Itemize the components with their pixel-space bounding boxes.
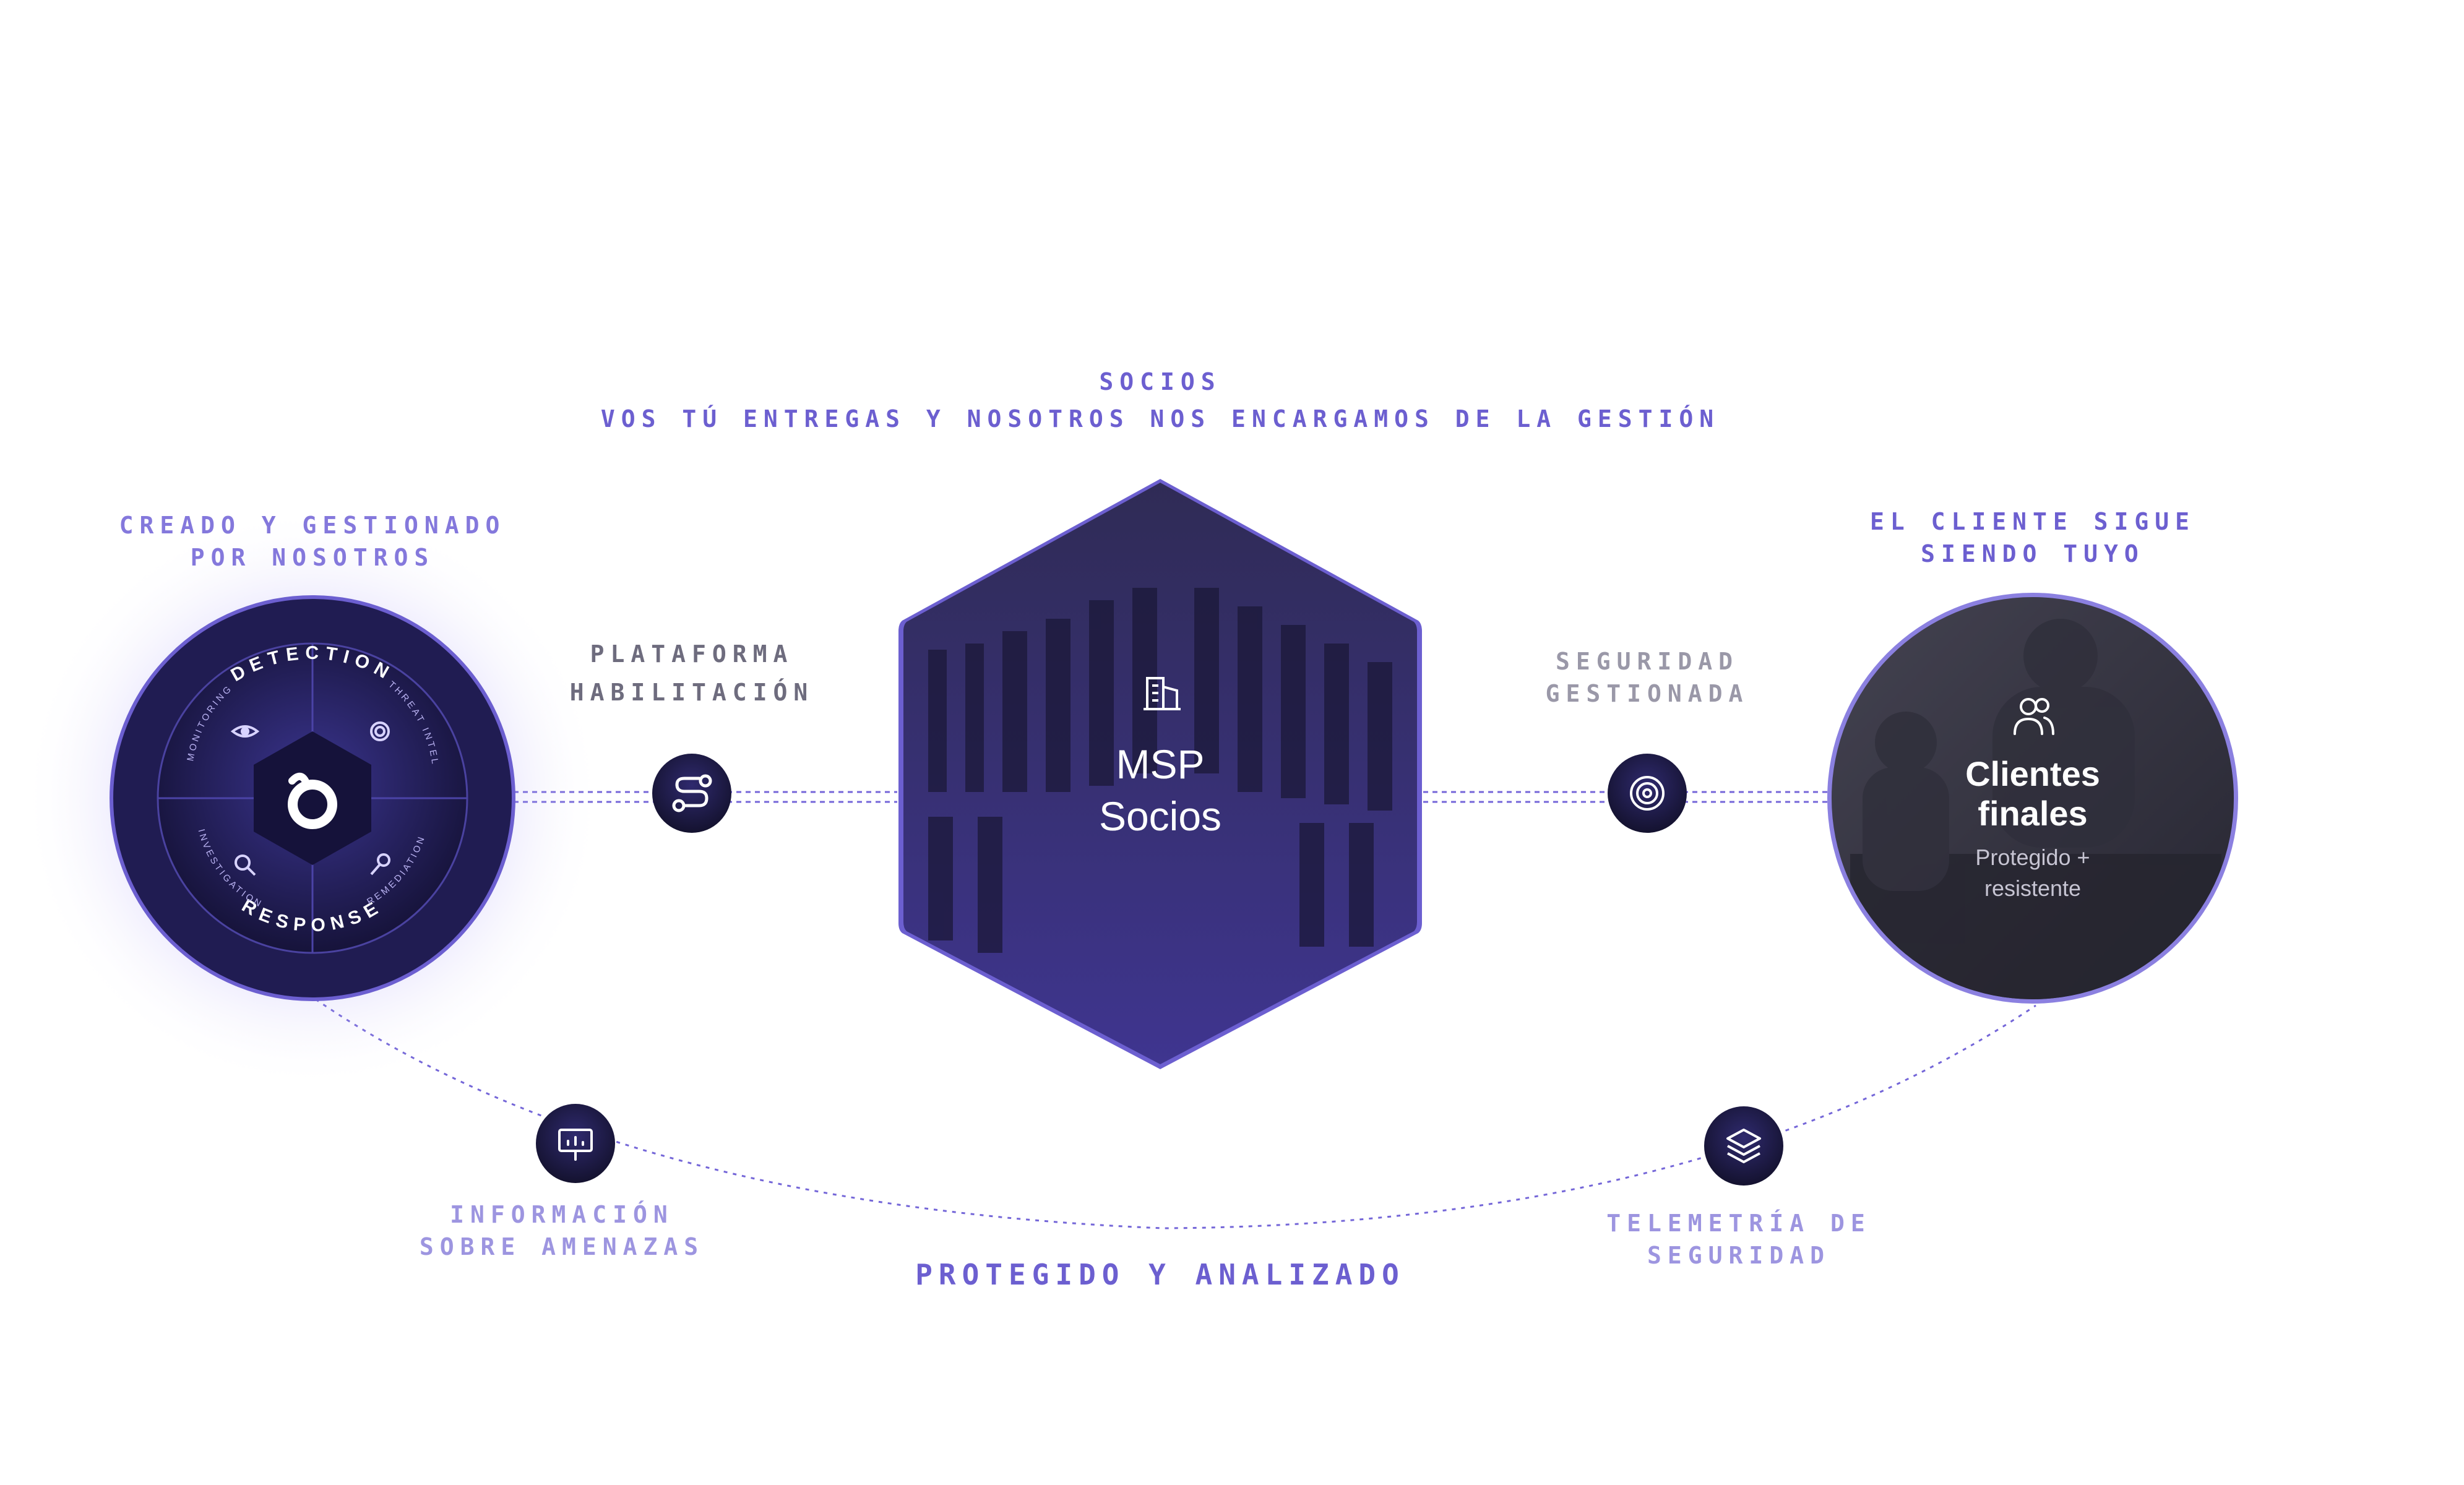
detection-response-disc <box>110 595 515 1001</box>
telemetry-line2: SEGURIDAD <box>1647 1242 1830 1269</box>
footer-label: PROTEGIDO Y ANALIZADO <box>915 1258 1405 1291</box>
connector-arc-bottom <box>315 998 2036 1229</box>
clients-circle[interactable] <box>1825 593 2240 1009</box>
clients-sub-line2: resistente <box>1984 876 2081 901</box>
route-icon <box>672 774 712 812</box>
platform-label-line2: HABILITACIÓN <box>570 679 814 706</box>
connector-left <box>514 791 897 803</box>
search-icon <box>235 854 256 876</box>
right-caption-line2: SIENDO TUYO <box>1921 540 2145 567</box>
threat-info-node[interactable] <box>536 1104 615 1183</box>
platform-node[interactable] <box>652 754 731 833</box>
left-caption-line1: CREADO Y GESTIONADO <box>119 512 506 539</box>
msp-hexagon[interactable] <box>891 476 1436 1070</box>
msp-title-line1: MSP <box>1116 741 1204 787</box>
telemetry-node[interactable] <box>1704 1106 1783 1186</box>
building-icon <box>1144 677 1181 710</box>
threat-info-line1: INFORMACIÓN <box>450 1201 674 1228</box>
telemetry-line1: TELEMETRÍA DE <box>1606 1210 1871 1237</box>
presentation-chart-icon <box>558 1129 593 1161</box>
right-caption-line1: EL CLIENTE SIGUE <box>1870 508 2195 535</box>
layers-icon <box>1726 1129 1761 1163</box>
msp-title-line2: Socios <box>1099 793 1221 839</box>
logo-icon <box>288 780 337 829</box>
header-line2: VOS TÚ ENTREGAS Y NOSOTROS NOS ENCARGAMO… <box>601 405 1720 433</box>
header-line1: SOCIOS <box>1099 368 1221 395</box>
left-caption-line2: POR NOSOTROS <box>191 544 435 571</box>
fingerprint-icon <box>370 721 390 741</box>
building-photo <box>928 588 1392 953</box>
clients-sub-line1: Protegido + <box>1975 845 2090 870</box>
platform-label-line1: PLATAFORMA <box>590 640 794 668</box>
fingerprint-icon <box>1630 776 1665 811</box>
threat-info-line2: SOBRE AMENAZAS <box>420 1233 704 1260</box>
users-icon <box>2014 698 2054 735</box>
managed-label-line2: GESTIONADA <box>1546 680 1749 707</box>
clients-title-line1: Clientes <box>1965 754 2100 793</box>
logo-hexagon <box>254 731 371 865</box>
wrench-icon <box>370 853 390 876</box>
managed-label-line1: SEGURIDAD <box>1556 648 1739 675</box>
managed-security-node[interactable] <box>1608 754 1687 833</box>
clients-title-line2: finales <box>1978 794 2087 833</box>
eye-icon <box>230 725 260 738</box>
